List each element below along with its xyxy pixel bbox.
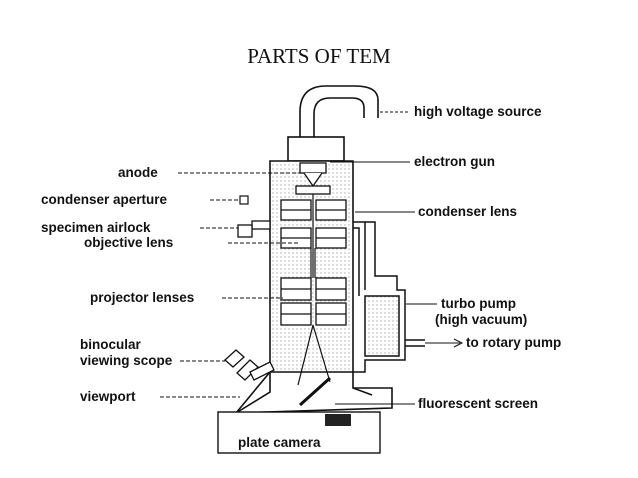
condenser-lens-1 (280, 199, 347, 221)
projector-lens-1 (280, 277, 347, 301)
label-anode: anode (118, 165, 158, 180)
label-to-rotary-pump: to rotary pump (466, 335, 561, 350)
label-fluorescent-screen: fluorescent screen (418, 396, 538, 411)
label-viewport: viewport (80, 389, 136, 404)
label-viewing-scope: viewing scope (80, 353, 173, 368)
label-plate-camera: plate camera (238, 435, 321, 450)
label-objective-lens: objective lens (84, 235, 173, 250)
electron-gun-icon (295, 162, 331, 195)
projector-lens-2 (280, 302, 347, 326)
high-voltage-cable (299, 85, 379, 137)
gun-housing (287, 136, 345, 162)
label-high-voltage-source: high voltage source (414, 104, 542, 119)
label-electron-gun: electron gun (414, 154, 495, 169)
label-high-vacuum: (high vacuum) (435, 312, 527, 327)
label-binocular: binocular (80, 337, 142, 352)
page-title: PARTS OF TEM (247, 44, 391, 68)
label-projector-lenses: projector lenses (90, 290, 194, 305)
label-condenser-lens: condenser lens (418, 204, 517, 219)
viewing-chamber (235, 371, 393, 414)
electron-beam (297, 194, 331, 386)
turbo-pump-body (364, 295, 400, 357)
label-condenser-aperture: condenser aperture (41, 192, 168, 207)
plate-camera-box (217, 411, 381, 454)
turbo-pump (353, 221, 425, 373)
condenser-aperture-icon (239, 195, 249, 205)
leader-lines (160, 111, 464, 405)
label-specimen-airlock: specimen airlock (41, 220, 151, 235)
label-turbo-pump: turbo pump (441, 296, 516, 311)
specimen-airlock-icon (237, 220, 271, 238)
fluorescent-screen-plate (298, 376, 332, 407)
binocular-scope-icon (224, 349, 275, 381)
